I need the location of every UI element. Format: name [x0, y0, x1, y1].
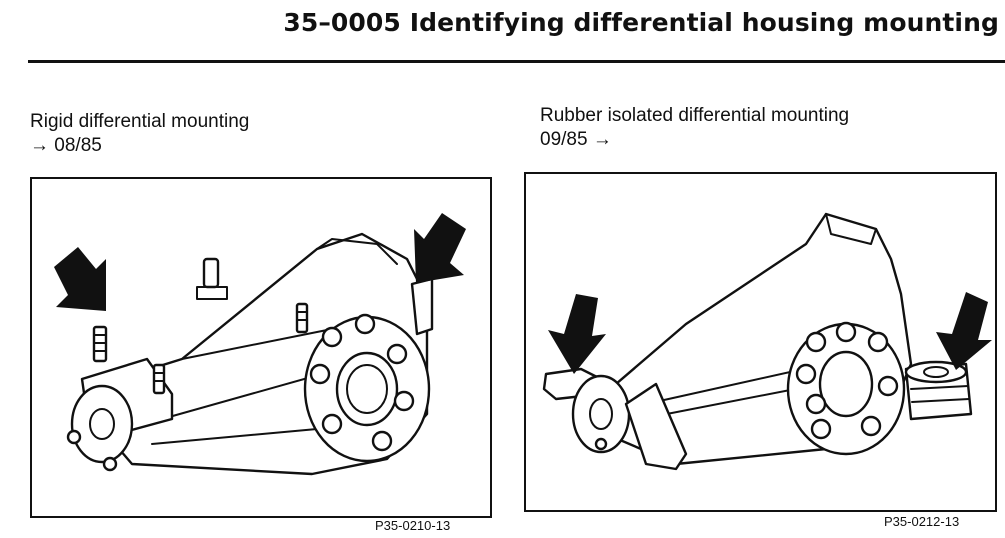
header-rule: [28, 60, 1005, 63]
arrow-icon: [936, 292, 992, 370]
figure-caption-rigid: Rigid differential mounting → 08/85: [30, 110, 249, 158]
figure-rigid-mounting: [30, 177, 492, 518]
page-title: 35–0005 Identifying differential housing…: [283, 8, 999, 37]
rigid-differential-illustration: [54, 213, 466, 476]
arrow-icon: [548, 294, 606, 374]
caption-date-range: → 08/85: [30, 135, 102, 156]
rubber-differential-illustration: [542, 212, 992, 471]
caption-date-range: 09/85 →: [540, 129, 612, 150]
arrow-icon: [414, 213, 466, 283]
caption-title: Rigid differential mounting: [30, 111, 250, 132]
figure-caption-rubber: Rubber isolated differential mounting 09…: [540, 104, 849, 152]
figure-code: P35-0210-13: [375, 518, 451, 533]
caption-title: Rubber isolated differential mounting: [540, 105, 850, 126]
figure-code: P35-0212-13: [884, 514, 960, 529]
arrow-icon: [54, 247, 106, 311]
figure-rubber-mounting: [524, 172, 997, 512]
